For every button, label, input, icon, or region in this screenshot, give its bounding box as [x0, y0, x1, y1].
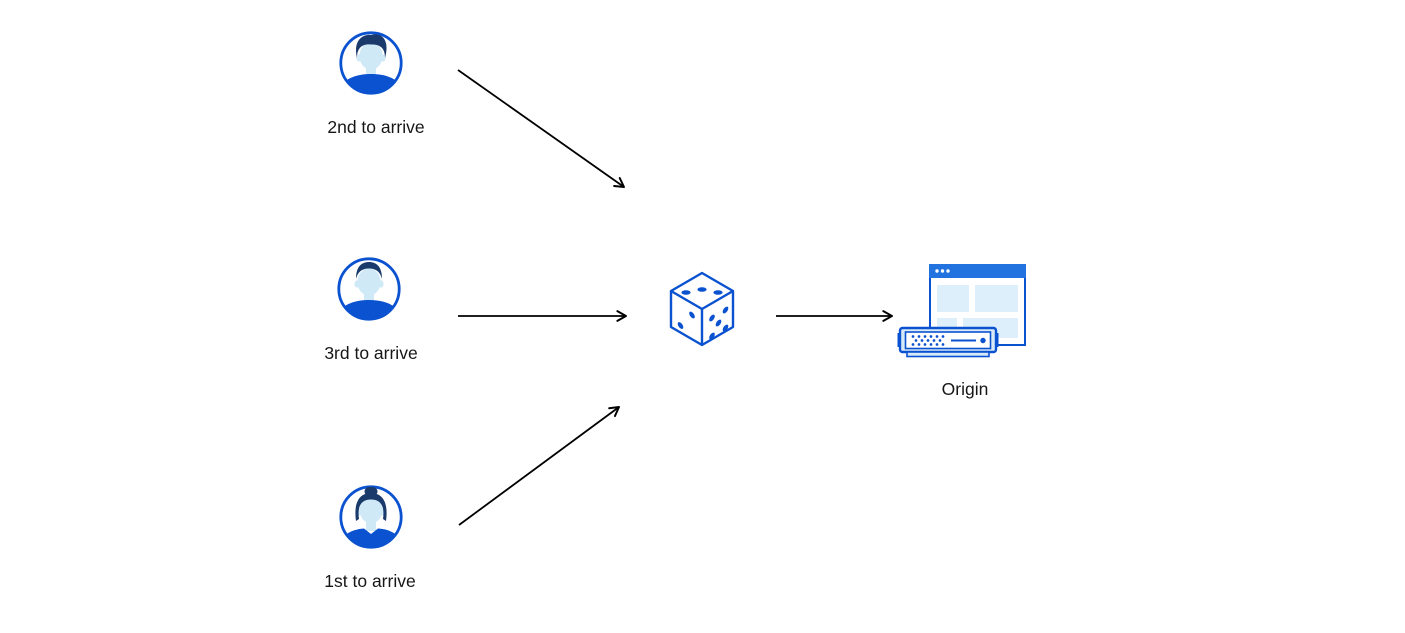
server-icon	[897, 326, 999, 358]
client-label: 3rd to arrive	[324, 343, 418, 363]
client-label: 1st to arrive	[324, 571, 416, 591]
dice-icon	[669, 271, 735, 347]
browser-window-and-server-icon	[897, 264, 1026, 358]
origin-label: Origin	[941, 379, 989, 399]
arrow-client2-to-dice	[457, 69, 625, 188]
man-short-hair-avatar	[337, 257, 401, 321]
client-label: 2nd to arrive	[327, 117, 425, 137]
man-fluffy-hair-avatar	[339, 31, 403, 95]
arrow-client1-to-dice	[458, 406, 620, 526]
browser-window-icon	[929, 264, 1026, 346]
woman-bun-avatar	[339, 485, 403, 549]
